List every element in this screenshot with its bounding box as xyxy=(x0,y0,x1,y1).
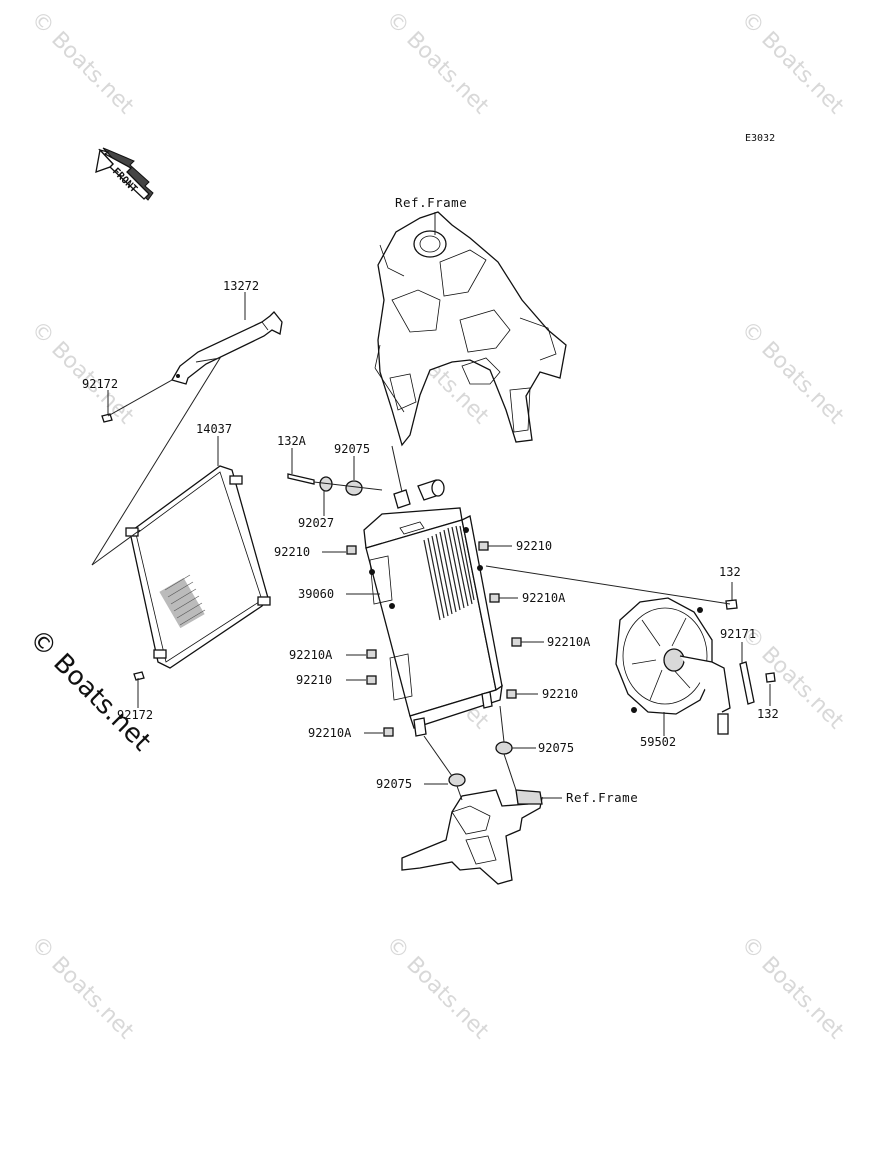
watermark: © Boats.net xyxy=(26,317,139,430)
frame-bottom-part xyxy=(401,789,543,885)
label-132-bottom: 132 xyxy=(757,707,779,721)
watermark-large: © Boats.net xyxy=(23,624,156,757)
watermark: © Boats.net xyxy=(26,7,139,120)
radiator-39060-part xyxy=(363,479,503,737)
collar-92171 xyxy=(739,661,755,705)
label-92210a-left2: 92210A xyxy=(308,726,352,740)
label-92210-right2: 92210 xyxy=(542,687,578,701)
front-arrow-icon: FRONT xyxy=(95,147,154,201)
clip-92210a xyxy=(489,593,500,603)
label-92172-bottom: 92172 xyxy=(117,708,153,722)
label-92075-right: 92075 xyxy=(538,741,574,755)
label-92210a-right1: 92210A xyxy=(522,591,566,605)
ref-frame-bottom-label: Ref.Frame xyxy=(566,790,638,805)
label-92210a-left1: 92210A xyxy=(289,648,333,662)
clip-92210 xyxy=(346,545,357,555)
grommet-92075 xyxy=(345,480,363,496)
label-132a: 132A xyxy=(277,434,307,448)
clip-92210a xyxy=(366,649,377,659)
label-92027: 92027 xyxy=(298,516,334,530)
clip-92210 xyxy=(506,689,517,699)
ref-frame-top-label: Ref.Frame xyxy=(395,195,467,210)
clip-92210a xyxy=(383,727,394,737)
label-92172-top: 92172 xyxy=(82,377,118,391)
watermark: © Boats.net xyxy=(381,7,494,120)
diagram-code: E3032 xyxy=(745,133,775,144)
watermark: © Boats.net xyxy=(381,932,494,1045)
leader-lines xyxy=(107,212,771,801)
watermark: © Boats.net xyxy=(736,7,849,120)
radiator-screen-14037-part xyxy=(125,465,271,669)
label-92210-left1: 92210 xyxy=(274,545,310,559)
label-14037: 14037 xyxy=(196,422,232,436)
part-labels: Ref.Frame 13272 92172 14037 92172 132A 9… xyxy=(82,195,779,805)
watermark: © Boats.net xyxy=(736,317,849,430)
bolt-92172 xyxy=(101,413,113,423)
frame-top-part xyxy=(374,211,567,447)
label-92075-top: 92075 xyxy=(334,442,370,456)
label-92075-left: 92075 xyxy=(376,777,412,791)
label-92210-left2: 92210 xyxy=(296,673,332,687)
label-132-top: 132 xyxy=(719,565,741,579)
clip-92210 xyxy=(366,675,377,685)
label-13272: 13272 xyxy=(223,279,259,293)
label-92210a-right2: 92210A xyxy=(547,635,591,649)
clip-92210 xyxy=(478,541,489,551)
bolt-92172 xyxy=(133,671,145,681)
label-92210-right1: 92210 xyxy=(516,539,552,553)
bolt-132a xyxy=(287,473,315,485)
label-59502: 59502 xyxy=(640,735,676,749)
bolt-132 xyxy=(725,599,738,610)
fasteners xyxy=(101,413,776,787)
grommet-92075 xyxy=(495,741,513,755)
watermark: © Boats.net xyxy=(736,932,849,1045)
label-92171: 92171 xyxy=(720,627,756,641)
bolt-132 xyxy=(765,672,776,683)
fan-59502-part xyxy=(615,597,731,735)
label-39060: 39060 xyxy=(298,587,334,601)
clip-92210a xyxy=(511,637,522,647)
bracket-13272-part xyxy=(171,311,283,385)
watermark: © Boats.net xyxy=(26,932,139,1045)
